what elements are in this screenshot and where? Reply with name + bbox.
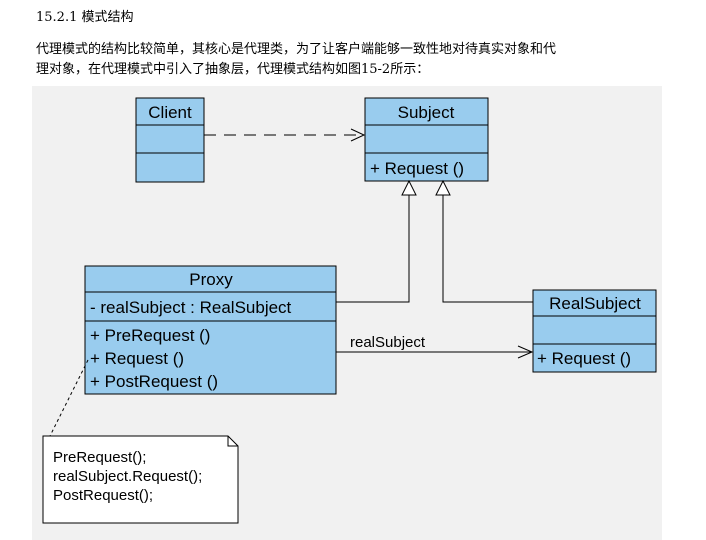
proxy-class-name: Proxy [189, 270, 233, 289]
proxy-generalization-arrowhead [401, 179, 417, 196]
note-box [42, 435, 239, 524]
intro-line-1: 代理模式的结构比较简单，其核心是代理类，为了让客户端能够一致性地对待真实对象和代 [36, 42, 557, 57]
proxy-box [84, 265, 337, 395]
real-subject-generalization-arrowhead [435, 179, 451, 196]
real-subject-generalization [435, 179, 533, 303]
note: PreRequest(); realSubject.Request(); Pos… [42, 359, 239, 524]
proxy-generalization-line [336, 195, 410, 303]
note-anchor-line [49, 359, 89, 437]
subject-class-name: Subject [398, 103, 455, 122]
real-subject-class: RealSubject + Request () [532, 289, 657, 373]
proxy-operation-postrequest: + PostRequest () [90, 372, 218, 391]
subject-class: Subject + Request () [364, 97, 489, 182]
proxy-real-subject-association: realSubject [336, 334, 534, 359]
note-line-3: PostRequest(); [53, 487, 153, 504]
subject-operation: + Request () [370, 159, 464, 178]
intro-line-2: 理对象，在代理模式中引入了抽象层，代理模式结构如图15-2所示： [36, 62, 430, 77]
association-arrowhead [517, 345, 534, 359]
real-subject-box [532, 289, 657, 373]
proxy-class: Proxy - realSubject : RealSubject + PreR… [84, 265, 337, 395]
proxy-generalization [336, 179, 417, 303]
dependency-arrowhead [350, 128, 366, 142]
association-label: realSubject [350, 334, 426, 351]
client-box [135, 97, 205, 183]
proxy-attribute: - realSubject : RealSubject [90, 298, 292, 317]
real-subject-generalization-line [442, 195, 533, 303]
client-subject-dependency [204, 128, 366, 142]
client-class: Client [135, 97, 205, 183]
note-line-1: PreRequest(); [53, 449, 146, 466]
client-class-name: Client [148, 103, 192, 122]
proxy-operation-prerequest: + PreRequest () [90, 326, 210, 345]
note-line-2: realSubject.Request(); [53, 468, 202, 485]
real-subject-class-name: RealSubject [549, 294, 641, 313]
proxy-operation-request: + Request () [90, 349, 184, 368]
real-subject-operation: + Request () [537, 349, 631, 368]
subject-box [364, 97, 489, 182]
note-fold-corner [227, 436, 238, 447]
section-heading: 15.2.1 模式结构 [36, 10, 134, 25]
